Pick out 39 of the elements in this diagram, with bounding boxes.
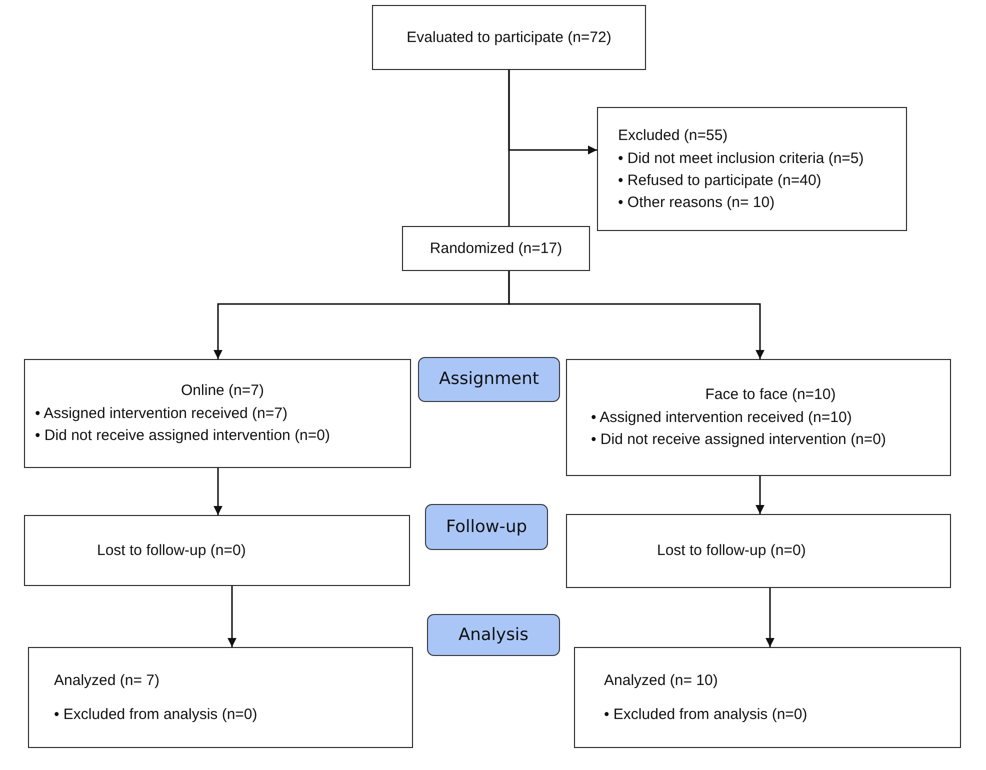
process-box [402, 226, 590, 271]
group-box [24, 359, 411, 468]
bullet-item: • Did not meet inclusion criteria (n=5) [618, 150, 865, 168]
box-heading: Lost to follow-up (n=0) [657, 542, 807, 560]
arrow [508, 70, 597, 154]
arrow [228, 586, 236, 647]
stage-label: Follow-up [446, 516, 528, 538]
arrow [766, 588, 774, 647]
group-box [566, 359, 951, 476]
box-heading: Analyzed (n= 10) [604, 672, 719, 690]
stage-label: Analysis [458, 624, 529, 646]
box-heading: Analyzed (n= 7) [54, 672, 160, 690]
bullet-item: • Other reasons (n= 10) [618, 194, 776, 212]
process-box [372, 5, 646, 70]
box-heading: Lost to follow-up (n=0) [97, 542, 247, 560]
box-heading: Excluded (n=55) [618, 126, 729, 144]
stage-band [427, 614, 560, 656]
bullet-item: • Excluded from analysis (n=0) [54, 706, 258, 724]
process-box [566, 514, 951, 588]
box-heading: Evaluated to participate (n=72) [406, 28, 612, 46]
stage-band [425, 504, 548, 550]
process-box [24, 515, 410, 586]
bullet-item: • Did not receive assigned intervention (n=0) [591, 431, 887, 449]
bullet-item: • Assigned intervention received (n=10) [591, 409, 853, 427]
arrow [756, 476, 764, 514]
bullet-item: • Did not receive assigned intervention (n=0) [35, 427, 331, 445]
stage-band [418, 357, 560, 402]
bullet-item: • Excluded from analysis (n=0) [604, 706, 808, 724]
arrow [508, 271, 764, 359]
stage-label: Assignment [438, 369, 540, 390]
box-heading: Randomized (n=17) [428, 240, 564, 258]
bullet-item: • Assigned intervention received (n=7) [35, 405, 288, 423]
exclusion-box [597, 107, 907, 231]
bullet-item: • Refused to participate (n=40) [618, 172, 822, 190]
box-heading: Face to face (n=10) [704, 386, 837, 404]
arrow [214, 468, 222, 515]
analysis-box [28, 647, 413, 748]
box-heading: Online (n=7) [180, 382, 265, 400]
analysis-box [574, 647, 961, 748]
